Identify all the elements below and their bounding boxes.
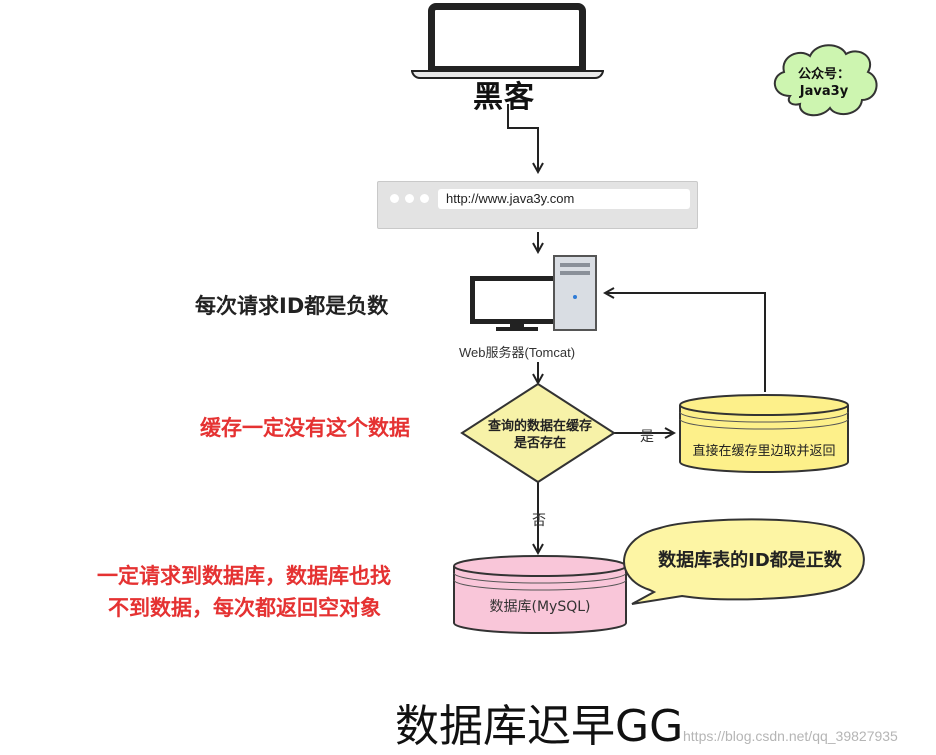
note-db-line1: 一定请求到数据库，数据库也找: [97, 564, 391, 588]
cache-cylinder: [679, 394, 849, 473]
tower-slot: [560, 271, 590, 275]
server-label: Web服务器(Tomcat): [459, 345, 576, 360]
branch-yes-label: 是: [640, 429, 654, 445]
edge-cache-server: [605, 293, 766, 392]
cloud-badge-text: 公众号： Java3y: [778, 66, 870, 100]
tower-slot: [560, 263, 590, 267]
edge-hacker-browser: [507, 104, 538, 172]
note-request-ids: 每次请求ID都是负数: [195, 294, 389, 318]
server-tower-icon: [553, 255, 597, 331]
database-node-label: 数据库(MySQL): [489, 599, 591, 615]
cache-node-label: 直接在缓存里边取并返回: [692, 444, 836, 459]
note-cache-miss: 缓存一定没有这个数据: [200, 416, 410, 440]
monitor-stand: [510, 322, 524, 328]
monitor-foot: [496, 327, 538, 331]
browser-dot-icon: [390, 194, 399, 203]
branch-no-label: 否: [532, 513, 546, 529]
speech-bubble-shape: [623, 518, 865, 605]
hacker-label: 黑客: [473, 80, 535, 115]
watermark: https://blog.csdn.net/qq_39827935: [683, 728, 898, 744]
tower-led: [573, 295, 577, 299]
laptop-icon: [428, 3, 586, 73]
footer-title: 数据库迟早GG: [395, 701, 684, 752]
browser-dot-icon: [405, 194, 414, 203]
cloud-badge-line1: 公众号：: [797, 67, 850, 82]
database-cylinder: [453, 555, 627, 634]
browser-bar: http://www.java3y.com: [377, 181, 698, 229]
note-db-line2: 不到数据，每次都返回空对象: [108, 596, 381, 620]
cloud-badge-line2: Java3y: [799, 84, 849, 99]
cloud-badge-shape: [774, 44, 878, 117]
decision-line1: 查询的数据在缓存: [487, 419, 592, 434]
decision-diamond: [460, 382, 616, 484]
decision-line2: 是否存在: [513, 436, 566, 451]
decision-label: 查询的数据在缓存 是否存在: [470, 418, 610, 452]
browser-dot-icon: [420, 194, 429, 203]
monitor-icon: [470, 276, 566, 324]
speech-bubble-text: 数据库表的ID都是正数: [658, 550, 842, 571]
url-field: http://www.java3y.com: [438, 189, 690, 209]
